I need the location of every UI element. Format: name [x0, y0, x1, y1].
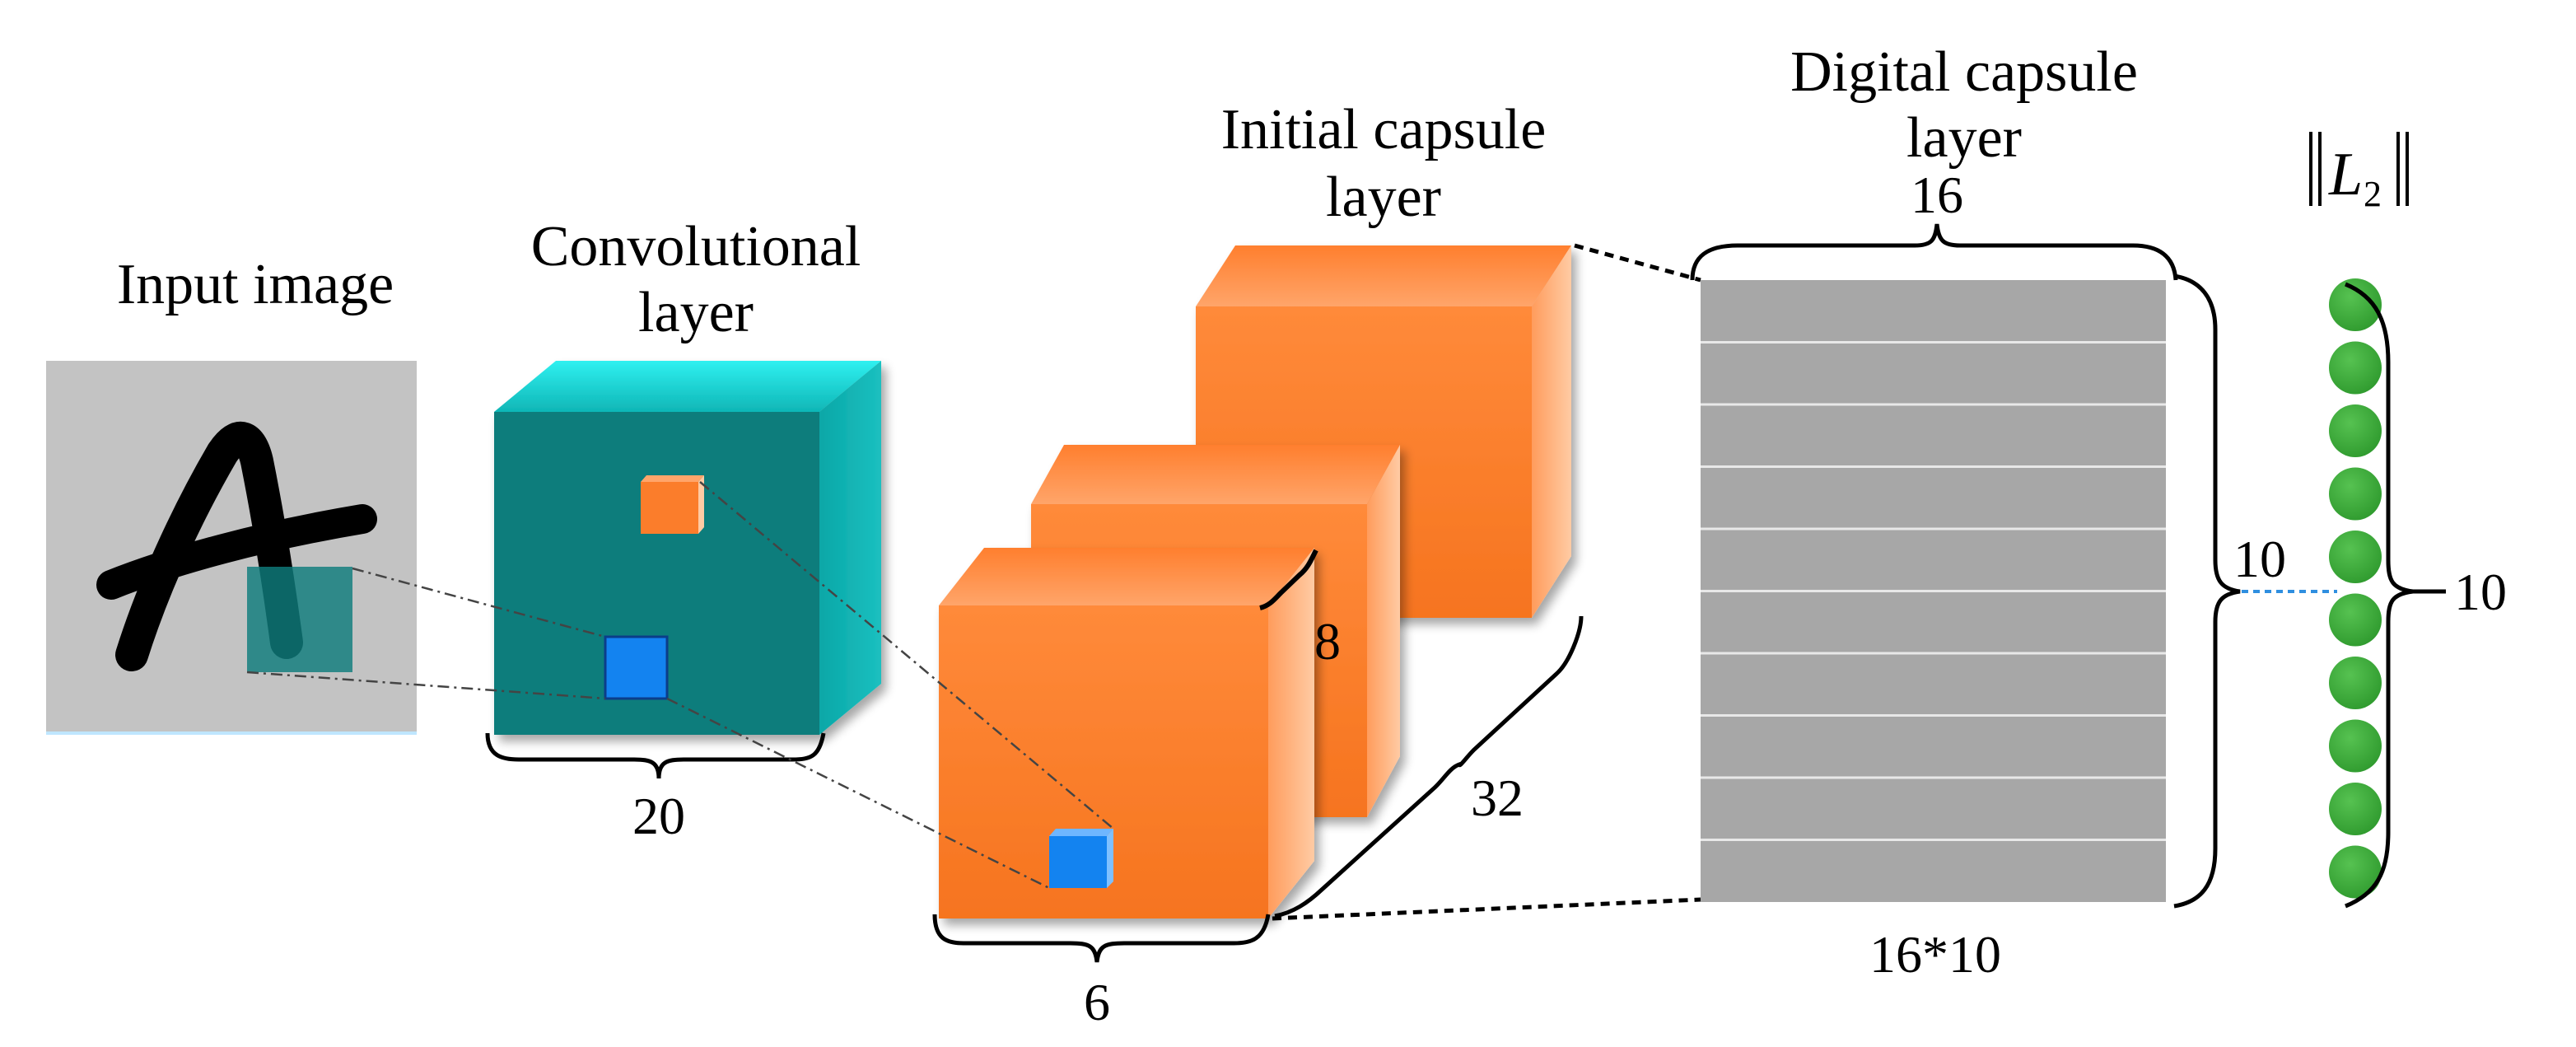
conv-orange-kernel	[641, 475, 704, 534]
capsule-depth-bracket	[1259, 549, 1318, 610]
l2-norm-subscript: 2	[2364, 174, 2382, 214]
output-node	[2329, 845, 2382, 899]
digit-capsule-panel	[1701, 280, 2166, 902]
conv-blue-receptive-field	[604, 635, 669, 700]
digit-capsule-rows	[1701, 341, 2166, 841]
digit-cols-label: 16	[1911, 166, 1963, 224]
conv-width-label: 20	[632, 787, 685, 845]
digit-total-label: 16*10	[1869, 925, 2001, 984]
digit-rows-label: 10	[2233, 530, 2286, 588]
output-count-label: 10	[2454, 563, 2507, 621]
output-node	[2329, 657, 2382, 709]
output-node	[2329, 593, 2382, 647]
output-node	[2329, 467, 2382, 521]
digital-capsule-title-line1: Digital capsule	[1790, 40, 2138, 104]
initial-capsule-title-line1: Initial capsule	[1221, 98, 1547, 161]
output-node	[2329, 531, 2382, 583]
primary-blue-capsule	[1049, 829, 1113, 888]
convolutional-layer-cube	[494, 361, 881, 735]
l2-norm-symbol: L	[2328, 141, 2363, 208]
capsule-grid-brace	[932, 914, 1271, 963]
output-count-brace	[2345, 282, 2414, 909]
letter-a-glyph	[96, 422, 377, 671]
conv-layer-title-line1: Convolutional	[531, 215, 861, 278]
output-node	[2329, 341, 2382, 395]
input-to-conv-projection	[246, 567, 606, 700]
conv-width-brace	[485, 732, 826, 779]
digit-rows-brace	[2173, 273, 2241, 909]
input-image-title: Input image	[117, 253, 394, 316]
conv-to-primary-projection	[666, 481, 1114, 890]
conv-layer-title-line2: layer	[638, 281, 754, 344]
capsule-channel-label: 32	[1471, 769, 1524, 827]
digital-capsule-title-line2: layer	[1906, 106, 2022, 170]
capsule-depth-label: 8	[1314, 612, 1341, 671]
initial-capsule-title-line2: layer	[1326, 166, 1441, 229]
primary-to-digit-connector	[1272, 243, 1701, 921]
output-node	[2329, 783, 2382, 835]
digit-cols-brace	[1690, 223, 2178, 281]
output-node-column	[2329, 278, 2382, 899]
output-node	[2329, 278, 2382, 331]
output-node	[2329, 719, 2382, 773]
capsule-grid-label: 6	[1084, 973, 1110, 1031]
primary-capsule-cube-front	[939, 548, 1314, 918]
l2-norm-label: L 2	[2309, 132, 2409, 214]
output-node	[2329, 404, 2382, 457]
capsule-channel-brace	[1274, 615, 1584, 918]
input-image	[46, 361, 417, 735]
